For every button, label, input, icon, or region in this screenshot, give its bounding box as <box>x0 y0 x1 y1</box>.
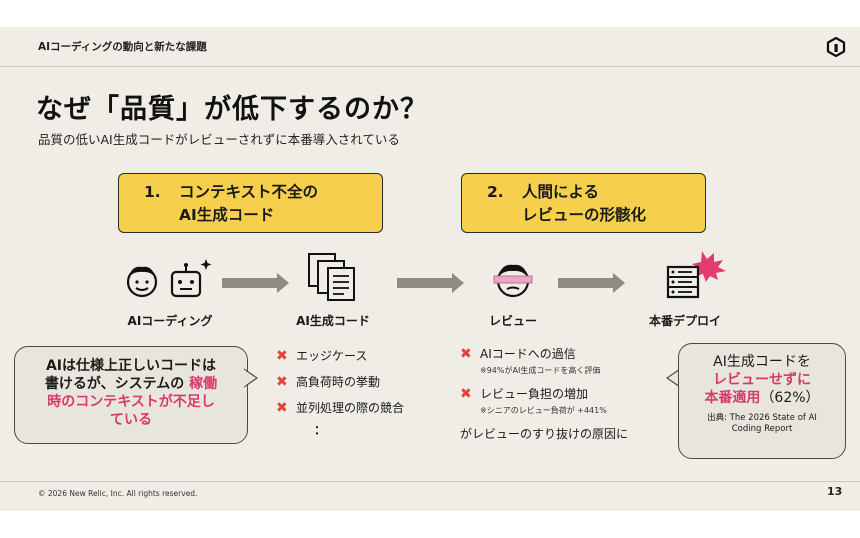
flow-label-ai-code: AI生成コード <box>296 314 370 328</box>
breadcrumb: AIコーディングの動向と新たな課題 <box>38 41 207 53</box>
footer-divider <box>0 481 860 482</box>
bubble-highlight: 時のコンテキストが不足し <box>47 394 215 410</box>
bubble-line: （62%） <box>760 390 820 406</box>
flow-arrow <box>558 273 625 293</box>
copyright: © 2026 New Relic, Inc. All rights reserv… <box>38 489 198 498</box>
server-with-explosion-icon <box>666 251 726 299</box>
flow-label-review: レビュー <box>488 314 537 328</box>
x-mark-icon: ✖ <box>460 346 472 362</box>
bubble-line: AI生成コードを <box>713 354 811 370</box>
blindfolded-reviewer-icon <box>493 264 533 298</box>
list-item: ✖エッジケース <box>276 343 404 369</box>
page-number: 13 <box>827 485 843 498</box>
x-mark-icon: ✖ <box>460 386 472 402</box>
cause-number: 1. <box>144 183 161 201</box>
list-item: ✖レビュー負担の増加 <box>460 383 628 405</box>
bubble-highlight: 稼働 <box>189 376 218 392</box>
bubble-line: AIは仕様上正しいコードは <box>45 358 217 374</box>
bubble-highlight: ている <box>110 412 152 428</box>
bubble-tail <box>666 368 680 388</box>
issues-summary: がレビューのすり抜けの原因に <box>460 427 629 441</box>
page-title: なぜ「品質」が低下するのか？ <box>36 94 428 125</box>
page-subtitle: 品質の低いAI生成コードがレビューされずに本番導入されている <box>38 132 400 147</box>
list-item: ✖高負荷時の挙動 <box>276 369 404 395</box>
issue-note: ※シニアのレビュー負荷が +441% <box>480 406 607 415</box>
x-mark-icon: ✖ <box>276 348 288 364</box>
right-speech-bubble: AI生成コードを レビューせずに 本番適用（62%） 出典: The 2026 … <box>678 343 846 459</box>
issue-note: ※94%がAI生成コードを高く評価 <box>480 366 601 375</box>
flow-arrow <box>397 273 464 293</box>
bubble-highlight: 本番適用 <box>704 390 761 406</box>
developer-and-robot-icon <box>126 259 212 298</box>
flow-label-deploy: 本番デプロイ <box>648 314 721 328</box>
bubble-highlight: レビューせずに <box>713 372 811 388</box>
flow-arrow <box>222 273 289 293</box>
list-item: ✖並列処理の際の競合 <box>276 395 404 421</box>
header-divider <box>0 66 860 67</box>
issues-right-list: ✖AIコードへの過信 ※94%がAI生成コードを高く評価 ✖レビュー負担の増加 … <box>460 343 628 445</box>
cause-text: コンテキスト不全の AI生成コード <box>179 183 319 224</box>
issues-left-list: ✖エッジケース ✖高負荷時の挙動 ✖並列処理の際の競合 ： <box>276 343 404 439</box>
cause-box-1: 1. コンテキスト不全の AI生成コード <box>118 173 383 233</box>
x-mark-icon: ✖ <box>276 400 288 416</box>
new-relic-logo-icon <box>826 37 846 57</box>
list-item: ✖AIコードへの過信 <box>460 343 628 365</box>
bubble-tail <box>244 368 258 388</box>
cause-box-2: 2. 人間による レビューの形骸化 <box>461 173 706 233</box>
flow-label-ai-coding: AIコーディング <box>127 314 213 328</box>
source-citation: 出典: The 2026 State of AI Coding Report <box>707 413 817 434</box>
documents-icon <box>308 253 355 301</box>
x-mark-icon: ✖ <box>276 374 288 390</box>
cause-text: 人間による レビューの形骸化 <box>522 183 647 224</box>
slide: AIコーディングの動向と新たな課題 なぜ「品質」が低下するのか？ 品質の低いAI… <box>0 27 860 511</box>
bubble-line: 書けるが、システムの <box>44 376 185 392</box>
more-indicator: ： <box>314 423 327 437</box>
left-speech-bubble: AIは仕様上正しいコードは 書けるが、システムの 稼働 時のコンテキストが不足し… <box>14 346 248 444</box>
cause-number: 2. <box>487 183 504 201</box>
